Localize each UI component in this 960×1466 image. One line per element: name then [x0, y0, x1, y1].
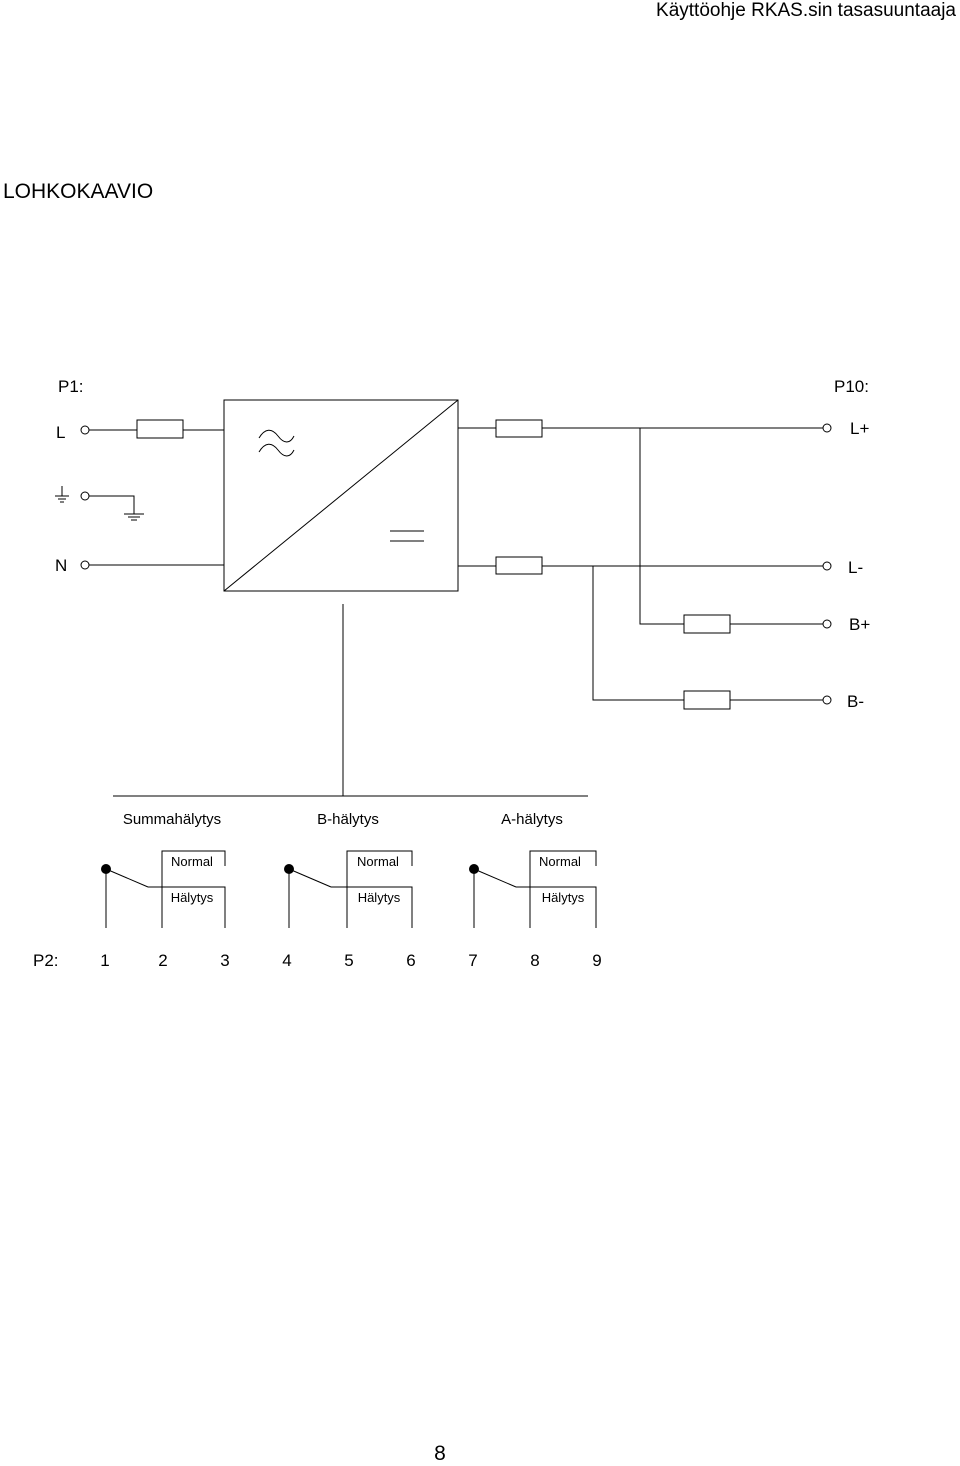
p2-pin-4: 4	[282, 951, 291, 970]
relay-summa: Normal Hälytys	[101, 850, 226, 928]
p2-label: P2:	[33, 951, 59, 970]
relay-normal-label: Normal	[171, 854, 213, 869]
section-title: LOHKOKAAVIO	[3, 180, 154, 203]
p2-pin-9: 9	[592, 951, 601, 970]
output-fuse-b-plus	[683, 614, 731, 634]
p2-pin-1: 1	[100, 951, 109, 970]
terminal-label-l: L	[56, 423, 65, 442]
terminal-n	[80, 560, 90, 570]
output-fuse-l-minus	[495, 556, 543, 575]
wire-pe	[89, 495, 135, 514]
dc-symbol-icon	[390, 530, 424, 542]
relay-contact-arm	[473, 868, 517, 888]
earth-symbol-chassis-icon	[124, 513, 144, 521]
terminal-l-minus	[822, 561, 832, 571]
terminal-label-l-minus: L-	[848, 558, 863, 577]
alarm-title-a: A-hälytys	[501, 811, 563, 828]
p1-label: P1:	[58, 377, 84, 396]
relay-normal-label: Normal	[539, 854, 581, 869]
output-fuse-l-plus	[495, 419, 543, 438]
relay-alarm-contact	[516, 886, 597, 928]
relay-alarm-label: Hälytys	[358, 890, 401, 905]
block-diagram: P1: P10: L N L+ L- B+ B-	[33, 377, 870, 970]
terminal-label-n: N	[55, 556, 67, 575]
p10-label: P10:	[834, 377, 869, 396]
relay-a: Normal Hälytys	[469, 850, 597, 928]
p2-pin-2: 2	[158, 951, 167, 970]
wire-b-minus	[592, 566, 823, 701]
relay-normal-contact	[161, 850, 226, 866]
ac-symbol-icon	[258, 429, 295, 457]
wire-b-plus	[639, 428, 823, 625]
terminal-label-b-minus: B-	[847, 692, 864, 711]
terminal-b-plus	[822, 619, 832, 629]
rectifier-block	[223, 399, 459, 592]
alarm-title-summa: Summahälytys	[123, 811, 221, 828]
relay-normal-contact	[529, 850, 597, 866]
terminal-l-plus	[822, 423, 832, 433]
terminal-b-minus	[822, 695, 832, 705]
relay-normal-label: Normal	[357, 854, 399, 869]
p2-pin-6: 6	[406, 951, 415, 970]
relay-alarm-label: Hälytys	[542, 890, 585, 905]
earth-symbol-left-icon	[55, 486, 69, 503]
relay-b: Normal Hälytys	[284, 850, 413, 928]
p2-pin-7: 7	[468, 951, 477, 970]
relay-alarm-contact	[331, 886, 413, 928]
relay-contact-arm	[105, 868, 149, 888]
relay-alarm-contact	[148, 886, 226, 928]
page-number: 8	[434, 1442, 446, 1465]
relay-normal-contact	[346, 850, 413, 866]
rectifier-diagonal	[223, 399, 459, 592]
p2-pin-8: 8	[530, 951, 539, 970]
alarm-title-b: B-hälytys	[317, 811, 379, 828]
relay-alarm-label: Hälytys	[171, 890, 214, 905]
page-header: Käyttöohje RKAS.sin tasasuuntaaja	[656, 0, 956, 21]
terminal-pe	[80, 491, 90, 501]
output-fuse-b-minus	[683, 690, 731, 710]
input-fuse-l	[136, 419, 184, 439]
terminal-label-b-plus: B+	[849, 615, 870, 634]
terminal-l	[80, 425, 90, 435]
p2-pin-5: 5	[344, 951, 353, 970]
relay-contact-arm	[288, 868, 332, 888]
terminal-label-l-plus: L+	[850, 419, 869, 438]
p2-pin-3: 3	[220, 951, 229, 970]
